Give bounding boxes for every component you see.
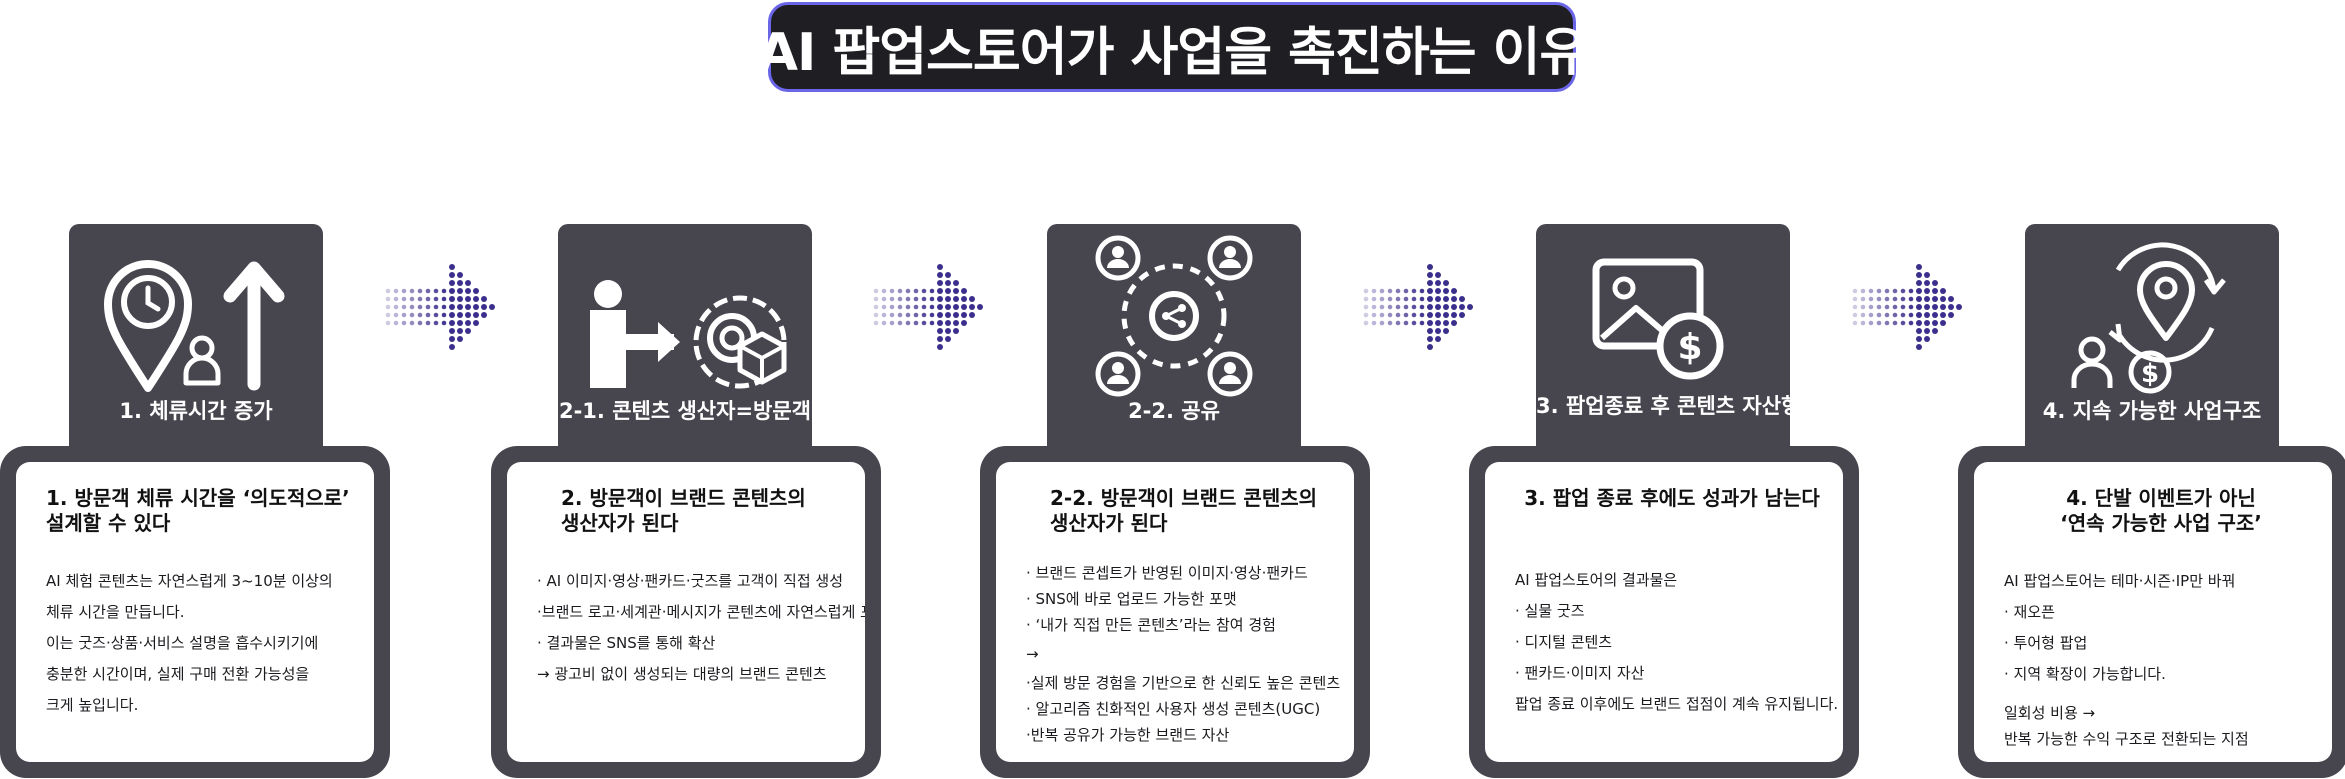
step-5-line: 일회성 비용 →	[2004, 704, 2096, 722]
step-3-tab-label: 2-2. 공유	[1128, 399, 1220, 423]
share-network-icon	[1047, 230, 1301, 400]
step-3-line: ·반복 공유가 가능한 브랜드 자산	[1026, 726, 1230, 744]
step-5-tab-label: 4. 지속 가능한 사업구조	[2042, 399, 2262, 423]
step-5-tab: $ 4. 지속 가능한 사업구조	[2025, 224, 2279, 456]
step-1-line: AI 체험 콘텐츠는 자연스럽게 3~10분 이상의	[46, 572, 333, 590]
title-banner: AI 팝업스토어가 사업을 촉진하는 이유	[758, 2, 1587, 92]
step-2-card-body: · AI 이미지·영상·팬카드·굿즈를 고객이 직접 생성 ·브랜드 로고·세계…	[537, 566, 865, 690]
step-1-tab-label: 1. 체류시간 증가	[119, 399, 273, 423]
flow-arrow	[1851, 262, 1967, 356]
step-3-line: →	[1026, 645, 1039, 663]
step-3-line: · SNS에 바로 업로드 가능한 포맷	[1026, 590, 1237, 608]
step-5-card: 4. 단발 이벤트가 아닌 ‘연속 가능한 사업 구조’ AI 팝업스토어는 테…	[1958, 446, 2345, 778]
step-5-line-spacer	[2004, 690, 2318, 700]
flow-arrow	[872, 262, 988, 356]
svg-text:$: $	[1677, 327, 1702, 368]
person-arrow-gear-box-icon	[558, 238, 812, 398]
step-5-line: · 투어형 팝업	[2004, 634, 2088, 652]
step-1-card-title: 1. 방문객 체류 시간을 ‘의도적으로’ 설계할 수 있다	[46, 486, 350, 535]
step-2-tab: 2-1. 콘텐츠 생산자=방문객	[558, 224, 812, 456]
step-1-card-body: AI 체험 콘텐츠는 자연스럽게 3~10분 이상의 체류 시간을 만듭니다. …	[46, 566, 360, 721]
step-2-tab-label: 2-1. 콘텐츠 생산자=방문객	[558, 399, 811, 423]
step-2-card-title: 2. 방문객이 브랜드 콘텐츠의 생산자가 된다	[561, 486, 806, 535]
step-3-tab: 2-2. 공유	[1047, 224, 1301, 456]
svg-text:$: $	[2141, 359, 2159, 389]
step-1-card: 1. 방문객 체류 시간을 ‘의도적으로’ 설계할 수 있다 AI 체험 콘텐츠…	[0, 446, 390, 778]
step-3-line: · ‘내가 직접 만든 콘텐츠’라는 참여 경험	[1026, 616, 1276, 634]
step-2-line: ·브랜드 로고·세계관·메시지가 콘텐츠에 자연스럽게 포함	[537, 603, 865, 621]
step-1-tab: 1. 체류시간 증가	[69, 224, 323, 456]
step-4-card-title: 3. 팝업 종료 후에도 성과가 남는다	[1524, 486, 1820, 510]
step-4-line: AI 팝업스토어의 결과물은	[1515, 571, 1678, 589]
step-3-line: ·실제 방문 경험을 기반으로 한 신뢰도 높은 콘텐츠	[1026, 674, 1341, 692]
flow-arrow	[384, 262, 500, 356]
step-4-line: · 디지털 콘텐츠	[1515, 633, 1613, 651]
step-3-line: · 알고리즘 친화적인 사용자 생성 콘텐츠(UGC)	[1026, 700, 1321, 718]
step-2-line: · AI 이미지·영상·팬카드·굿즈를 고객이 직접 생성	[537, 572, 843, 590]
step-5-card-body: AI 팝업스토어는 테마·시즌·IP만 바꿔 · 재오픈 · 투어형 팝업 · …	[2004, 566, 2318, 752]
step-4-line: · 실물 굿즈	[1515, 602, 1585, 620]
step-2-line: · 결과물은 SNS를 통해 확산	[537, 634, 716, 652]
step-5-line: · 지역 확장이 가능합니다.	[2004, 665, 2166, 683]
image-dollar-icon: $	[1536, 254, 1790, 384]
step-4-tab: $ 3. 팝업종료 후 콘텐츠 자산형성	[1536, 224, 1820, 456]
step-3-card-body: · 브랜드 콘셉트가 반영된 이미지·영상·팬카드 · SNS에 바로 업로드 …	[1026, 560, 1340, 748]
step-3-card: 2-2. 방문객이 브랜드 콘텐츠의 생산자가 된다 · 브랜드 콘셉트가 반영…	[980, 446, 1370, 778]
step-4-card: 3. 팝업 종료 후에도 성과가 남는다 AI 팝업스토어의 결과물은 · 실물…	[1469, 446, 1859, 778]
location-cycle-person-dollar-icon: $	[2025, 236, 2279, 396]
flow-arrow	[1362, 262, 1478, 356]
location-clock-person-up-arrow-icon	[69, 238, 323, 398]
step-1-line: 이는 굿즈·상품·서비스 설명을 흡수시키기에	[46, 634, 319, 652]
step-1-line: 충분한 시간이며, 실제 구매 전환 가능성을	[46, 665, 310, 683]
step-5-line: AI 팝업스토어는 테마·시즌·IP만 바꿔	[2004, 572, 2236, 590]
step-5-line: 반복 가능한 수익 구조로 전환되는 지점	[2004, 730, 2249, 748]
step-3-card-title: 2-2. 방문객이 브랜드 콘텐츠의 생산자가 된다	[1050, 486, 1318, 535]
step-5-line: · 재오픈	[2004, 603, 2055, 621]
step-1-line: 크게 높입니다.	[46, 696, 139, 714]
step-4-tab-label: 3. 팝업종료 후 콘텐츠 자산형성	[1536, 394, 1820, 418]
step-1-line: 체류 시간을 만듭니다.	[46, 603, 185, 621]
step-4-line: 팝업 종료 이후에도 브랜드 접점이 계속 유지됩니다.	[1515, 695, 1839, 713]
step-2-line: → 광고비 없이 생성되는 대량의 브랜드 콘텐츠	[537, 665, 827, 683]
step-2-card: 2. 방문객이 브랜드 콘텐츠의 생산자가 된다 · AI 이미지·영상·팬카드…	[491, 446, 881, 778]
step-3-line: · 브랜드 콘셉트가 반영된 이미지·영상·팬카드	[1026, 564, 1308, 582]
step-4-card-body: AI 팝업스토어의 결과물은 · 실물 굿즈 · 디지털 콘텐츠 · 팬카드·이…	[1515, 565, 1839, 720]
page-title: AI 팝업스토어가 사업을 촉진하는 이유	[757, 22, 1588, 83]
step-4-line: · 팬카드·이미지 자산	[1515, 664, 1645, 682]
step-5-card-title: 4. 단발 이벤트가 아닌 ‘연속 가능한 사업 구조’	[2060, 486, 2262, 535]
